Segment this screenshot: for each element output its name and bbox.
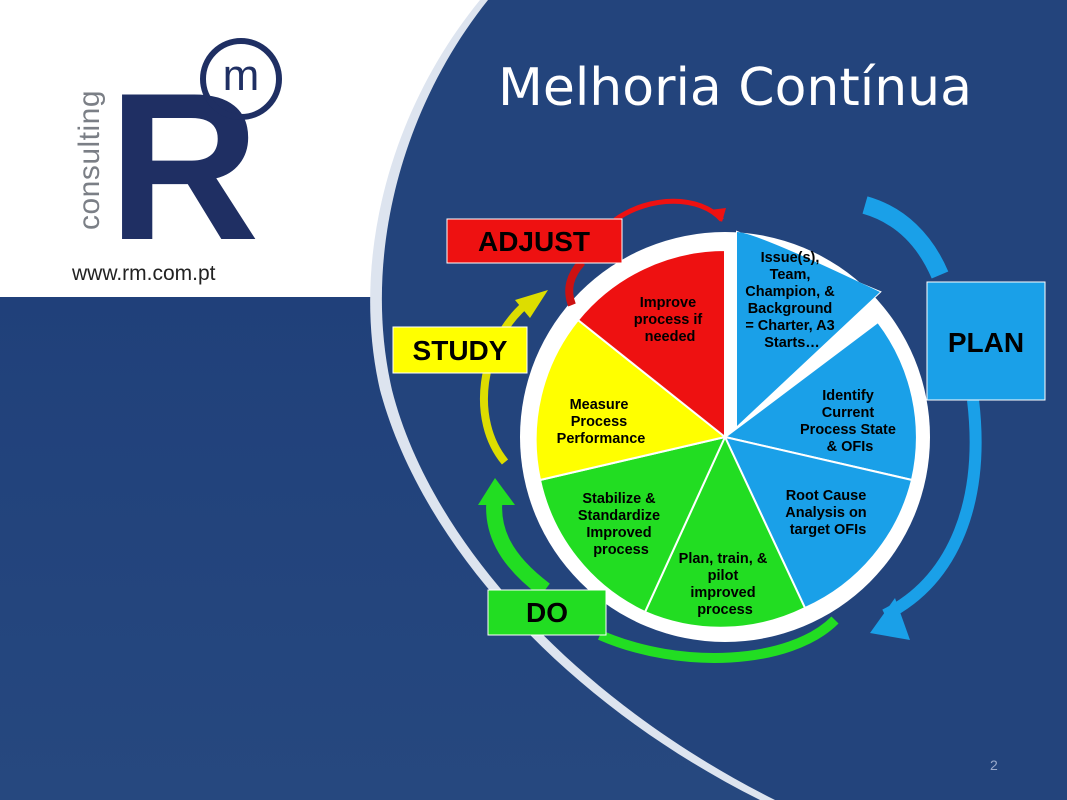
segment-root-cause-line: target OFIs [790, 522, 867, 538]
segment-pilot-label: Plan, train, & pilot improved process [679, 551, 772, 618]
segment-charter-line: = Charter, A3 [745, 318, 834, 334]
segment-charter-line: Issue(s), [761, 250, 820, 266]
segment-root-cause-label: Root Cause Analysis on target OFIs [785, 488, 870, 538]
adjust-label: ADJUST [478, 226, 590, 257]
do-label: DO [526, 597, 568, 628]
segment-pilot-line: improved [690, 585, 755, 601]
segment-standardize-label: Stabilize & Standardize Improved process [578, 491, 664, 558]
logo-letter-m: m [222, 51, 260, 100]
plan-arrowhead [870, 598, 910, 640]
segment-pilot-line: process [697, 602, 753, 618]
segment-standardize [538, 435, 727, 614]
study-arrowhead [515, 290, 548, 318]
segment-measure [534, 318, 728, 482]
segment-current-state-line: Current [822, 405, 875, 421]
adjust-box [446, 218, 623, 264]
segment-charter-fill [737, 232, 880, 426]
segment-measure-line: Process [571, 414, 627, 430]
segment-pilot-line: Plan, train, & [679, 551, 768, 567]
segment-improve-line: Improve [640, 295, 696, 311]
segment-charter-line: Champion, & [745, 284, 835, 300]
segment-current-state-label: Identify Current Process State & OFIs [800, 388, 900, 455]
segment-current-state-line: & OFIs [827, 439, 874, 455]
page-number: 2 [990, 757, 998, 773]
plan-box [926, 281, 1046, 401]
segment-root-cause-line: Analysis on [785, 505, 866, 521]
adjust-down-arrow [565, 259, 586, 307]
study-label: STUDY [413, 335, 508, 366]
segment-root-cause-line: Root Cause [786, 488, 867, 504]
segment-measure-line: Measure [570, 397, 629, 413]
do-bottom-arrow [597, 616, 839, 663]
segment-charter-label: Issue(s), Team, Champion, & Background =… [745, 250, 838, 351]
adjust-top-arrow [613, 198, 724, 223]
segment-improve-label: Improve process if needed [634, 295, 707, 345]
website-url[interactable]: www.rm.com.pt [72, 262, 216, 285]
segment-charter-line: Team, [770, 267, 811, 283]
logo-m-circle: m [200, 38, 282, 120]
adjust-top-arrowhead [710, 208, 726, 222]
do-arrowhead [478, 478, 515, 505]
segment-current-state-line: Process State [800, 422, 896, 438]
segment-standardize-line: Improved [586, 525, 651, 541]
do-box [487, 589, 607, 636]
segment-root-cause [723, 435, 914, 610]
segment-pilot-line: pilot [708, 568, 739, 584]
do-up-arrow [486, 493, 550, 597]
study-box [392, 326, 528, 374]
page-title: Melhoria Contínua [498, 58, 972, 118]
segment-pilot [643, 434, 807, 629]
segment-standardize-line: Stabilize & [582, 491, 656, 507]
segment-current-state [722, 320, 918, 482]
segment-improve-line: process if [634, 312, 703, 328]
segment-standardize-line: Standardize [578, 508, 660, 524]
plan-down-arrow [882, 399, 982, 621]
segment-standardize-line: process [593, 542, 649, 558]
segment-improve [576, 248, 726, 440]
segment-measure-line: Performance [557, 431, 646, 447]
study-arrow [480, 302, 528, 465]
segment-improve-line: needed [645, 329, 696, 345]
segment-charter-line: Background [748, 301, 833, 317]
segment-charter-line: Starts… [764, 335, 820, 351]
segment-measure-label: Measure Process Performance [557, 397, 646, 447]
segment-current-state-line: Identify [822, 388, 874, 404]
plan-top-arrow [862, 196, 949, 279]
plan-label: PLAN [948, 327, 1024, 358]
